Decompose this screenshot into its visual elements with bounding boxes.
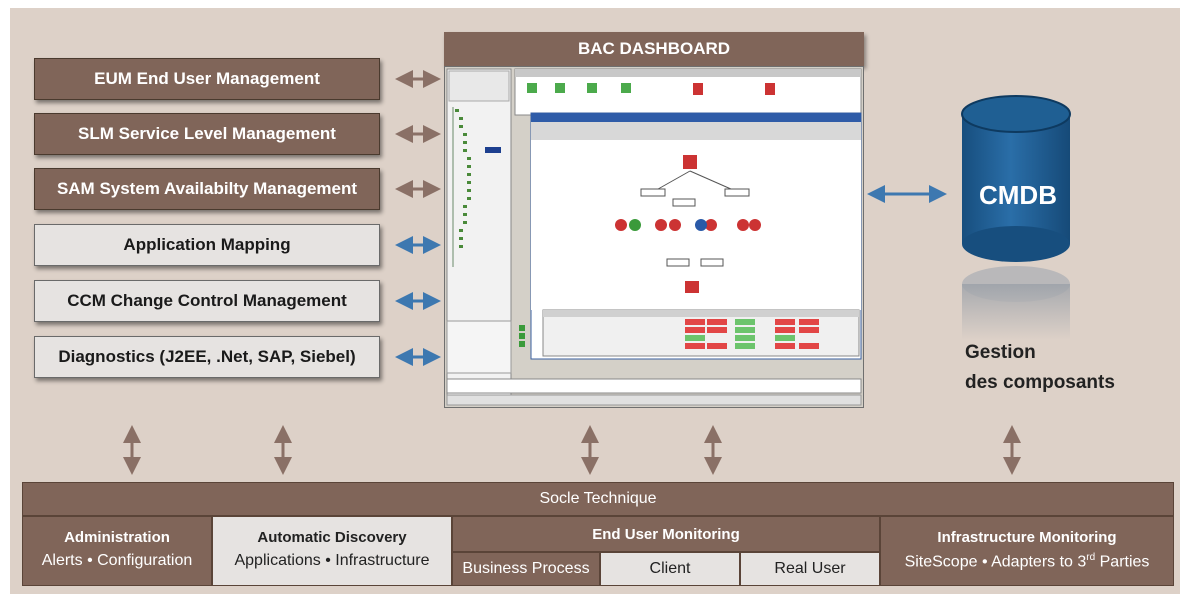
- business-process-cell: Business Process: [452, 552, 600, 586]
- diagnostics-module-box: Diagnostics (J2EE, .Net, SAP, Siebel): [34, 336, 380, 378]
- infra-subtitle-end: Parties: [1095, 553, 1150, 571]
- infra-subtitle-sup: rd: [1086, 552, 1096, 563]
- cmdb-caption-line1: Gestion: [965, 342, 1036, 363]
- administration-title: Administration: [64, 529, 170, 546]
- infrastructure-monitoring-cell: Infrastructure Monitoring SiteScope • Ad…: [880, 516, 1174, 586]
- dashboard-screenshot: [444, 66, 864, 408]
- end-user-monitoring-header: End User Monitoring: [452, 516, 880, 552]
- end-user-monitoring-title: End User Monitoring: [592, 526, 740, 543]
- application-mapping-label: Application Mapping: [123, 235, 291, 254]
- client-label: Client: [649, 560, 691, 577]
- real-user-label: Real User: [774, 560, 846, 577]
- cmdb-caption-line2: des composants: [965, 372, 1115, 393]
- bottom-connector-arrows: [123, 425, 1021, 475]
- automatic-discovery-subtitle: Applications • Infrastructure: [234, 552, 430, 569]
- ccm-module-label: CCM Change Control Management: [67, 291, 347, 310]
- dashboard-title: BAC DASHBOARD: [444, 32, 864, 66]
- dashboard-screenshot-graphic: [446, 68, 862, 406]
- administration-subtitle: Alerts • Configuration: [41, 552, 193, 569]
- left-connector-arrows: [395, 70, 441, 366]
- eum-module-label: EUM End User Management: [94, 69, 320, 88]
- infrastructure-monitoring-title: Infrastructure Monitoring: [937, 529, 1117, 546]
- cmdb-caption: Gestion des composants: [965, 338, 1115, 398]
- socle-technique-bar: Socle Technique: [22, 482, 1174, 516]
- cmdb-label: CMDB: [979, 180, 1057, 210]
- diagnostics-module-label: Diagnostics (J2EE, .Net, SAP, Siebel): [58, 347, 356, 366]
- application-mapping-box: Application Mapping: [34, 224, 380, 266]
- dashboard-cmdb-arrow: [867, 185, 947, 203]
- cmdb-cylinder: [961, 95, 1071, 340]
- infra-subtitle-main: SiteScope • Adapters to 3: [904, 553, 1087, 571]
- automatic-discovery-cell: Automatic Discovery Applications • Infra…: [212, 516, 452, 586]
- sam-module-label: SAM System Availabilty Management: [56, 179, 358, 198]
- business-process-label: Business Process: [462, 560, 590, 577]
- slm-module-box: SLM Service Level Management: [34, 113, 380, 155]
- real-user-cell: Real User: [740, 552, 880, 586]
- infrastructure-monitoring-subtitle: SiteScope • Adapters to 3rd Parties: [881, 552, 1173, 571]
- eum-module-box: EUM End User Management: [34, 58, 380, 100]
- sam-module-box: SAM System Availabilty Management: [34, 168, 380, 210]
- administration-cell: Administration Alerts • Configuration: [22, 516, 212, 586]
- client-cell: Client: [600, 552, 740, 586]
- ccm-module-box: CCM Change Control Management: [34, 280, 380, 322]
- bac-dashboard: BAC DASHBOARD: [444, 32, 864, 408]
- slm-module-label: SLM Service Level Management: [78, 124, 336, 143]
- automatic-discovery-title: Automatic Discovery: [257, 529, 407, 546]
